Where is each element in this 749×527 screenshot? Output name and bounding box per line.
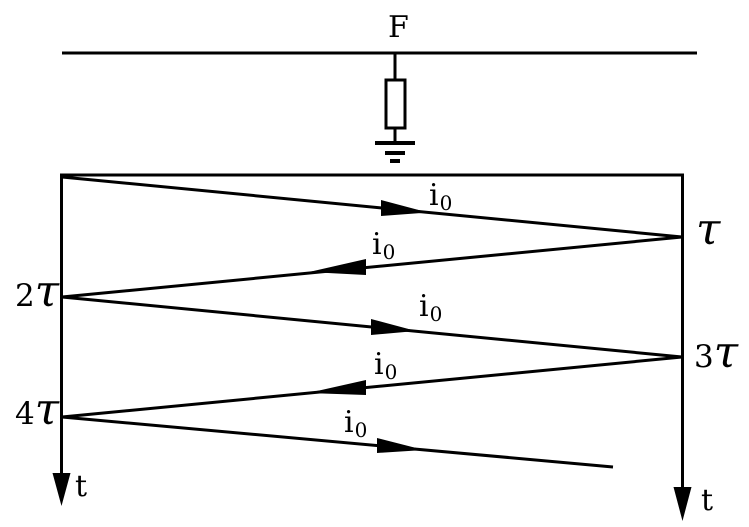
vertex-label-2tau: 2τ [15, 270, 59, 318]
vertex-label-3tau-number: 3 [694, 339, 714, 375]
wave-line-5 [61, 415, 614, 469]
vertex-label-4tau: 4τ [15, 388, 59, 436]
right-time-axis-arrowhead [673, 487, 692, 521]
vertex-label-2tau-number: 2 [15, 278, 35, 314]
vertex-label-tau-symbol: τ [696, 204, 721, 255]
vertex-label-2tau-symbol: τ [34, 266, 60, 317]
wave-arrowhead-5 [377, 438, 424, 453]
wave-current-subscript-5: 0 [354, 418, 368, 442]
wave-current-subscript-4: 0 [384, 360, 398, 384]
wave-current-subscript-2: 0 [382, 240, 396, 264]
fault-point-label: F [388, 10, 409, 45]
resistor-symbol [384, 78, 407, 130]
wave-line-1 [61, 175, 683, 239]
wave-line-2 [61, 235, 683, 299]
wave-current-label-1: i0 [429, 178, 453, 216]
vertex-label-4tau-symbol: τ [34, 384, 60, 435]
wave-current-symbol-4: i [374, 347, 384, 382]
time-axis-label-right: t [701, 483, 714, 518]
wave-current-label-5: i0 [344, 405, 368, 443]
wave-arrowhead-4 [308, 380, 366, 395]
left-time-axis-arrowhead [52, 473, 71, 506]
wave-current-symbol-2: i [372, 227, 382, 262]
vertex-label-3tau: 3τ [694, 331, 738, 379]
wave-line-4 [61, 355, 683, 419]
wave-current-symbol-5: i [344, 405, 354, 440]
wave-arrowhead-2 [309, 259, 366, 275]
wave-current-label-3: i0 [419, 289, 443, 327]
wave-current-subscript-1: 0 [439, 191, 453, 215]
wave-arrowhead-1 [381, 200, 428, 216]
vertex-label-tau: τ [696, 208, 720, 256]
wave-arrowhead-3 [371, 319, 416, 335]
wave-current-symbol-1: i [429, 178, 439, 213]
wave-current-label-2: i0 [372, 227, 396, 265]
time-axis-label-left: t [75, 469, 88, 504]
vertex-label-4tau-number: 4 [15, 396, 35, 432]
vertex-label-3tau-symbol: τ [713, 327, 739, 378]
wave-current-subscript-3: 0 [429, 302, 443, 326]
wave-current-symbol-3: i [419, 289, 429, 324]
wave-current-label-4: i0 [374, 347, 398, 385]
